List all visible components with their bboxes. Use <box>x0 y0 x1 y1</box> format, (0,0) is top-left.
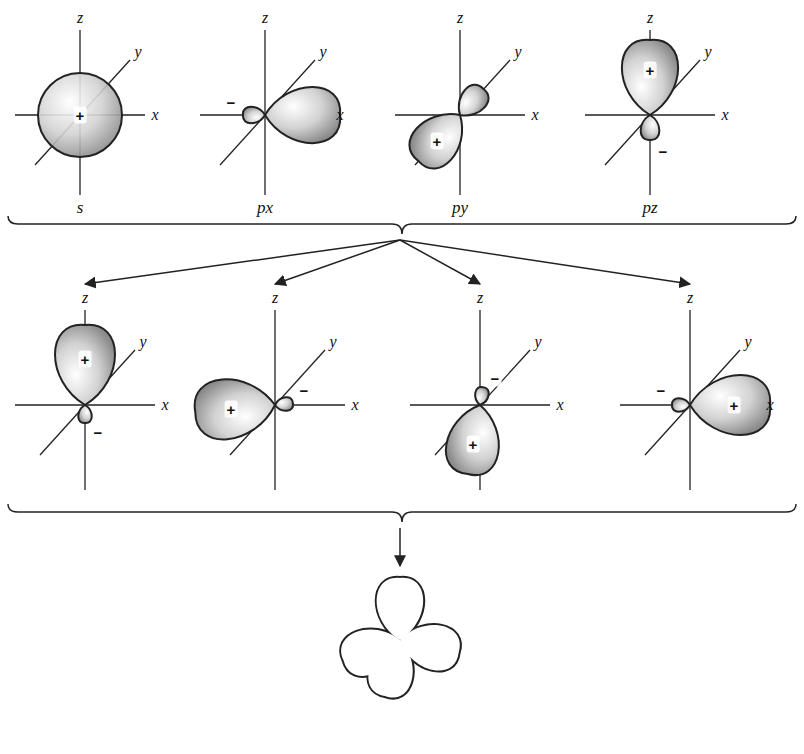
axis-label: y <box>139 334 146 350</box>
axis-line <box>35 60 130 165</box>
orbital-lobe <box>192 375 277 442</box>
sign-label: + <box>644 62 657 79</box>
axis-label: z <box>77 10 83 26</box>
orbital-lobe <box>78 405 92 423</box>
orbital-lobe <box>672 398 690 412</box>
axis-label: x <box>151 107 158 123</box>
orbital-panel <box>192 310 345 490</box>
axis-label: x <box>531 107 538 123</box>
sign-label: − <box>225 94 238 111</box>
orbital-panel <box>410 310 550 490</box>
orbital-lobe <box>641 115 660 140</box>
brace <box>8 504 796 522</box>
arrow <box>399 528 401 566</box>
sign-label: + <box>467 436 480 453</box>
axis-label: x <box>721 107 728 123</box>
axis-label: y <box>134 44 141 60</box>
brace <box>8 216 796 234</box>
orbital-label: py <box>452 199 468 216</box>
axis-label: y <box>534 334 541 350</box>
sign-label: − <box>657 143 670 160</box>
orbital-lobe <box>243 107 265 124</box>
axis-label: y <box>329 334 336 350</box>
arrow <box>400 240 690 284</box>
sign-label: − <box>298 382 311 399</box>
axis-label: y <box>319 44 326 60</box>
axis-label: z <box>687 290 693 306</box>
orbital-lobe <box>265 87 340 143</box>
axis-line <box>689 310 690 490</box>
orbital-lobe <box>395 618 463 675</box>
axis-label: x <box>556 397 563 413</box>
sign-label: − <box>92 424 105 441</box>
sign-label: + <box>74 107 87 124</box>
orbital-panel <box>395 30 525 195</box>
arrow <box>85 240 400 284</box>
orbital-lobe <box>401 99 477 176</box>
sign-label: + <box>225 401 238 418</box>
axis-label: y <box>514 44 521 60</box>
axis-label: x <box>161 397 168 413</box>
orbital-panel <box>15 30 145 195</box>
orbital-panel <box>620 310 770 490</box>
orbital-lobe <box>442 400 506 478</box>
axis-label: x <box>336 107 343 123</box>
orbital-panel <box>15 310 155 490</box>
orbital-lobe <box>622 40 678 115</box>
orbital-lobe <box>55 325 115 405</box>
axis-label: z <box>477 290 483 306</box>
s-orbital <box>38 73 122 157</box>
orbital-label: px <box>257 199 273 216</box>
orbital-lobe <box>274 397 293 412</box>
orbital-label: pz <box>642 199 657 216</box>
axis-label: z <box>272 290 278 306</box>
orbital-label: s <box>77 199 84 216</box>
axis-label: y <box>744 334 751 350</box>
axis-label: z <box>82 290 88 306</box>
axis-label: z <box>457 10 463 26</box>
axis-label: x <box>766 397 773 413</box>
sign-label: + <box>728 397 741 414</box>
arrow <box>275 240 400 284</box>
orbital-panel <box>585 30 715 195</box>
axis-label: z <box>262 10 268 26</box>
axis-label: y <box>704 44 711 60</box>
axis-label: x <box>351 397 358 413</box>
axis-label: z <box>647 10 653 26</box>
orbital-lobe <box>690 375 770 435</box>
sign-label: − <box>489 370 502 387</box>
hybrid-combined <box>336 578 464 702</box>
sign-label: + <box>431 133 444 150</box>
axis-line <box>274 310 275 490</box>
sign-label: + <box>79 351 92 368</box>
orbital-panel <box>200 30 340 195</box>
orbital-lobe <box>473 386 489 406</box>
sign-label: − <box>655 382 668 399</box>
